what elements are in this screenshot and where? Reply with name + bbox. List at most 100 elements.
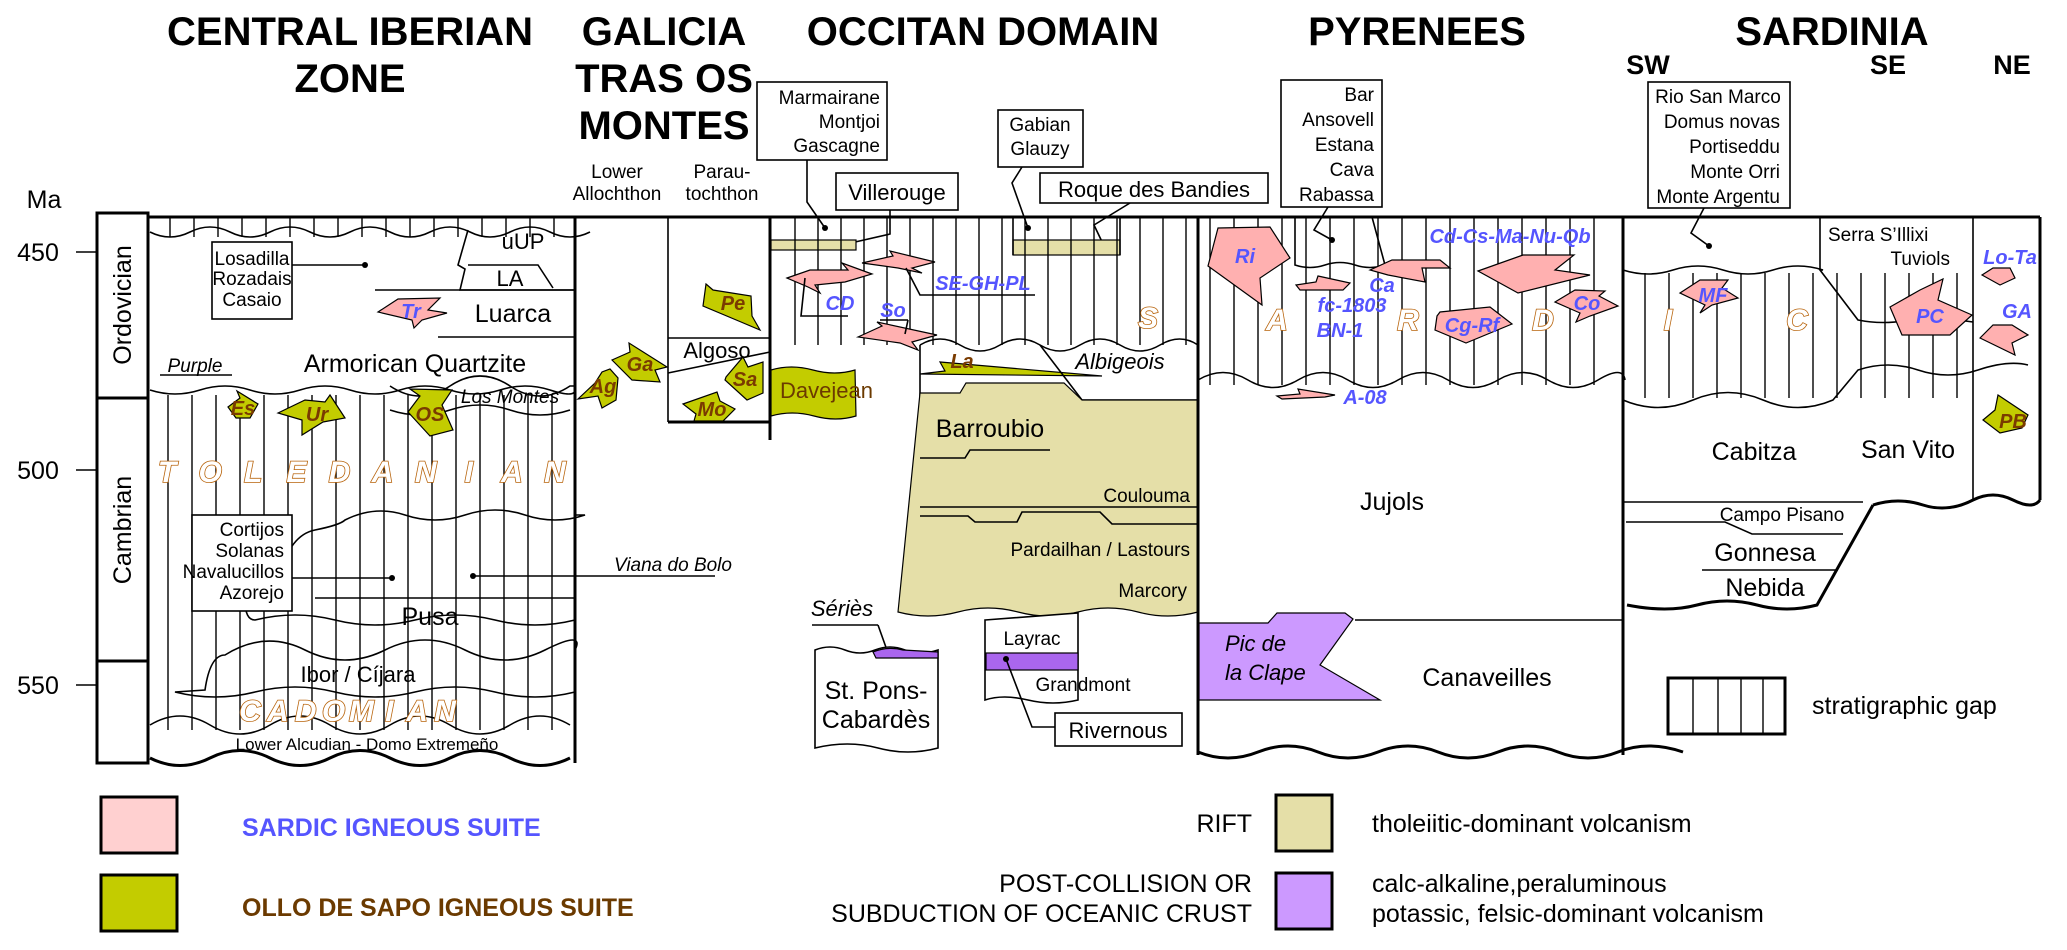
pyr-box-area: [1294, 216, 1386, 269]
label-roque-des-bandies: Roque des Bandies: [1058, 177, 1250, 202]
so-leader: [904, 319, 909, 335]
occ-pardailhan-top: [920, 511, 1198, 525]
unit-barroubio: Barroubio: [936, 415, 1044, 443]
leader-marmairane: [806, 160, 826, 229]
legend-rift: RIFT tholeiitic-dominant volcanism: [1196, 793, 1692, 853]
box-rivernous: [1054, 712, 1183, 747]
sardic-body-co: [1553, 289, 1620, 324]
sardic-body-se: [861, 250, 936, 274]
unit-luarca: Luarca: [475, 300, 552, 328]
box-cortijos-line2: Solanas: [215, 541, 284, 562]
orogeny-letter: N: [544, 456, 567, 489]
unit-jujols: Jujols: [1360, 488, 1424, 516]
leader-gabian: [1011, 166, 1029, 229]
label-ri: Ri: [1235, 246, 1255, 268]
orogeny-letter: O: [322, 695, 345, 728]
box-pyrenees: [1280, 79, 1383, 208]
gap-label: stratigraphic gap: [1812, 692, 1997, 720]
box-pyr-line3: Estana: [1315, 135, 1375, 156]
orogeny-letter: E: [286, 456, 307, 489]
unit-pardailhan: Pardailhan / Lastours: [1010, 540, 1190, 561]
galicia-col2-line2: tochthon: [686, 184, 759, 205]
box-pyr-line4: Cava: [1330, 160, 1375, 181]
leader-dot: [362, 262, 368, 268]
leader-sar: [1689, 207, 1710, 247]
unit-pusa: Pusa: [402, 603, 459, 631]
occ-albigeois-top: [919, 338, 1199, 612]
box-sar-line1: Rio San Marco: [1655, 87, 1781, 108]
unit-ibor-cijara: Ibor / Cíjara: [301, 662, 417, 687]
ollo-body-ag: [576, 368, 619, 409]
rift-swatch: [1274, 793, 1334, 853]
legend-post-collision: POST-COLLISION OR SUBDUCTION OF OCEANIC …: [831, 870, 1764, 931]
sardic-body-cd-cs: [1476, 254, 1591, 294]
label-pb: PB: [1999, 411, 2027, 433]
box-pyr-line5: Rabassa: [1299, 185, 1374, 206]
ollo-body-ga: [610, 341, 669, 383]
title-central-iberian-1: CENTRAL IBERIAN: [167, 10, 533, 54]
ollo-body-pb: [1982, 394, 2029, 434]
ollo-la: [919, 361, 1103, 377]
ciz-top-unconformity: [149, 226, 591, 238]
sardinia-se: SE: [1870, 50, 1906, 80]
box-gabian: [997, 109, 1084, 168]
label-ur: Ur: [306, 404, 329, 426]
label-purple: Purple: [168, 356, 223, 377]
box-marmairane-line1: Marmairane: [779, 88, 880, 109]
legend: stratigraphic gap SARDIC IGNEOUS SUITE O…: [99, 676, 1997, 933]
box-sar-line4: Monte Orri: [1690, 162, 1780, 183]
sardic-body-cd: [785, 261, 874, 295]
orogeny-s: S: [1138, 302, 1158, 335]
title-central-iberian-2: ZONE: [294, 57, 405, 101]
box-gabian-line2: Glauzy: [1010, 139, 1070, 160]
ollo-body-sa: [724, 355, 764, 401]
box-sar-line3: Portiseddu: [1689, 137, 1780, 158]
sar-gap-base: [1622, 362, 2029, 409]
unit-grandmont: Grandmont: [1035, 675, 1131, 696]
box-marmairane-line3: Gascagne: [793, 136, 880, 157]
label-fc-1803: fc-1803: [1318, 295, 1387, 317]
galicia-algoso-base: [667, 351, 771, 374]
ollo-swatch: [99, 873, 179, 933]
orogeny-letter: D: [329, 456, 351, 489]
label-pc: PC: [1916, 306, 1944, 328]
leader-dot: [822, 225, 828, 231]
label-lo-ta: Lo-Ta: [1983, 247, 2037, 269]
serra-line2: Tuviols: [1891, 249, 1950, 270]
legend-ollo: OLLO DE SAPO IGNEOUS SUITE: [99, 873, 634, 933]
label-tr: Tr: [401, 301, 422, 323]
unit-layrac: Layrac: [1003, 629, 1060, 650]
post-collision-pic-de-la-clape: [1198, 612, 1383, 701]
post-collision-layrac: [985, 652, 1079, 671]
box-losadilla: [211, 241, 293, 320]
sardic-body-fc: [1294, 275, 1352, 291]
label-so: So: [880, 300, 906, 322]
orogeny-letter: N: [434, 695, 457, 728]
label-bn-1: BN-1: [1317, 320, 1364, 342]
orogeny-letter: A: [266, 695, 289, 728]
orogeny-letter: A: [371, 456, 394, 489]
titles: CENTRAL IBERIAN ZONE GALICIA TRAS OS MON…: [167, 10, 2031, 148]
label-cg-rf: Cg-Rf: [1445, 315, 1502, 337]
unit-la: LA: [497, 266, 524, 291]
rift-label: RIFT: [1196, 810, 1252, 838]
cd-leader: [800, 277, 848, 317]
orogeny-letter: A: [405, 695, 428, 728]
leader-dot: [1003, 656, 1009, 662]
ollo-davejean: [770, 366, 857, 420]
rift-roque: [1012, 239, 1121, 256]
occitan-column: Marmairane Montjoi Gascagne Villerouge G…: [756, 81, 1269, 753]
post-label-2: SUBDUCTION OF OCEANIC CRUST: [831, 900, 1252, 928]
title-pyrenees: PYRENEES: [1308, 10, 1526, 54]
orogeny-letter: O: [198, 456, 221, 489]
unit-armorican-quartzite: Armorican Quartzite: [304, 350, 526, 378]
orogeny-letter: L: [244, 456, 262, 489]
orogeny-d: D: [1532, 304, 1554, 337]
leader-dot: [1025, 225, 1031, 231]
galicia-column: Lower Allochthon Parau- tochthon Algoso …: [573, 162, 772, 424]
pic-line2: la Clape: [1225, 660, 1306, 685]
box-cortijos: [191, 514, 293, 612]
orogeny-letter: I: [385, 695, 394, 728]
